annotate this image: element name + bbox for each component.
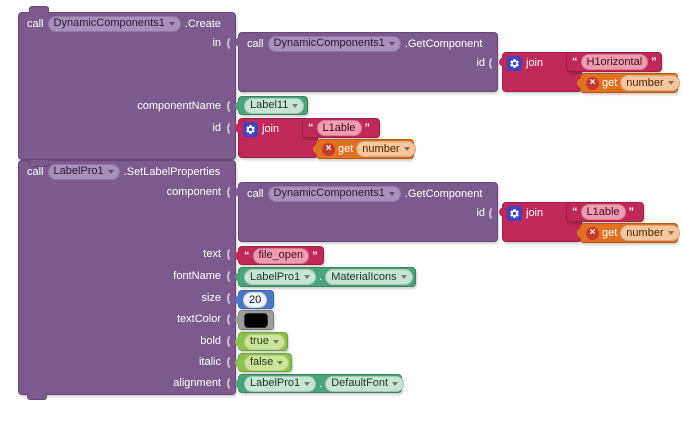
component-dropdown[interactable]: LabelPro1 [244, 375, 317, 392]
input-socket [227, 36, 237, 51]
join-label: join [526, 57, 544, 69]
block-number-size[interactable]: 20 [235, 290, 274, 309]
block-text-string-2[interactable]: “ L1able ” [302, 118, 380, 138]
param-label-fontname: fontName [173, 270, 221, 282]
param-label-id: id [212, 122, 221, 134]
method-name: .GetComponent [404, 187, 483, 200]
dot-separator: . [319, 271, 323, 283]
dot-separator: . [319, 377, 323, 390]
input-socket [227, 376, 237, 391]
close-quote: ” [364, 122, 371, 134]
text-field[interactable]: H1orizontal [580, 54, 649, 70]
block-call-getcomponent-1[interactable]: call DynamicComponents1 .GetComponent id [235, 32, 499, 92]
block-call-create[interactable]: call DynamicComponents1 .Create in compo… [18, 6, 237, 160]
variable-dropdown[interactable]: number [620, 75, 680, 91]
mutator-gear-icon[interactable] [507, 55, 522, 71]
property-dropdown[interactable]: DefaultFont [325, 375, 405, 392]
join-label: join [262, 123, 280, 135]
error-icon[interactable]: × [586, 226, 599, 240]
error-icon[interactable]: × [586, 76, 599, 90]
method-name: .Create [184, 17, 221, 30]
input-socket [227, 121, 237, 136]
block-call-setlabelproperties[interactable]: call LabelPro1 .SetLabelProperties compo… [18, 160, 237, 400]
variable-dropdown[interactable]: number [620, 225, 680, 241]
input-socket [227, 247, 237, 262]
block-call-getcomponent-2[interactable]: call DynamicComponents1 .GetComponent id [235, 182, 499, 242]
close-quote: ” [628, 206, 635, 218]
param-label-bold: bold [200, 335, 221, 347]
input-socket [227, 185, 237, 200]
block-logic-true[interactable]: true [235, 332, 288, 351]
component-dropdown[interactable]: DynamicComponents1 [267, 185, 401, 202]
call-keyword: call [247, 187, 264, 200]
open-quote: “ [572, 56, 578, 68]
input-socket [227, 334, 237, 349]
param-label-component: component [166, 186, 221, 198]
call-keyword: call [27, 17, 44, 30]
param-label-in: in [212, 37, 221, 49]
error-icon[interactable]: × [322, 142, 335, 156]
input-socket [489, 206, 499, 221]
block-text-string-1[interactable]: “ H1orizontal ” [566, 52, 662, 72]
input-socket [227, 291, 237, 306]
logic-dropdown[interactable]: true [244, 333, 285, 350]
block-text-string-fileopen[interactable]: “ file_open ” [235, 246, 324, 265]
param-label-italic: italic [198, 356, 221, 368]
input-socket [227, 355, 237, 370]
block-get-variable-1[interactable]: × get number [577, 73, 680, 93]
param-label-id: id [476, 207, 485, 219]
get-label: get [338, 143, 354, 155]
open-quote: “ [308, 122, 314, 134]
block-join-1[interactable]: join [499, 52, 582, 92]
get-label: get [602, 77, 618, 89]
block-logic-false[interactable]: false [235, 353, 292, 372]
input-socket [227, 99, 237, 114]
text-field[interactable]: file_open [252, 247, 310, 264]
open-quote: “ [244, 249, 250, 262]
block-get-variable-3[interactable]: × get number [577, 223, 680, 243]
mutator-gear-icon[interactable] [507, 205, 522, 221]
input-socket [489, 56, 499, 71]
component-dropdown[interactable]: LabelPro1 [244, 269, 317, 285]
method-name: .GetComponent [404, 37, 483, 50]
component-dropdown[interactable]: Label11 [244, 97, 305, 114]
component-dropdown[interactable]: DynamicComponents1 [47, 15, 181, 32]
close-quote: ” [651, 56, 657, 68]
block-text-string-3[interactable]: “ L1able ” [566, 202, 644, 222]
color-swatch[interactable] [244, 312, 268, 328]
variable-dropdown[interactable]: number [356, 141, 416, 157]
method-name: .SetLabelProperties [123, 165, 221, 178]
block-join-3[interactable]: join [499, 202, 582, 242]
param-label-textcolor: textColor [176, 313, 221, 325]
component-dropdown[interactable]: DynamicComponents1 [267, 35, 401, 52]
param-label-size: size [201, 292, 221, 304]
previous-connector [29, 6, 49, 13]
param-label-alignment: alignment [173, 377, 221, 389]
get-label: get [602, 227, 618, 239]
text-field[interactable]: L1able [316, 120, 362, 136]
open-quote: “ [572, 206, 578, 218]
number-field[interactable]: 20 [243, 291, 268, 308]
logic-dropdown[interactable]: false [244, 354, 290, 371]
block-get-variable-2[interactable]: × get number [313, 139, 416, 159]
join-label: join [526, 207, 544, 219]
next-connector [27, 393, 47, 400]
input-socket [227, 269, 237, 284]
text-field[interactable]: L1able [580, 204, 626, 220]
param-label-text: text [203, 248, 221, 260]
call-keyword: call [247, 37, 264, 50]
component-dropdown[interactable]: LabelPro1 [47, 163, 120, 180]
block-component-label11[interactable]: Label11 [235, 96, 308, 115]
input-socket [227, 312, 237, 327]
param-label-id: id [476, 57, 485, 69]
close-quote: ” [312, 249, 318, 262]
block-color-black[interactable] [235, 310, 274, 330]
seam-connector [29, 160, 49, 167]
mutator-gear-icon[interactable] [243, 121, 258, 137]
property-dropdown[interactable]: MaterialIcons [325, 269, 413, 285]
call-keyword: call [27, 165, 44, 178]
param-label-componentname: componentName [137, 100, 221, 112]
block-property-defaultfont[interactable]: LabelPro1 . DefaultFont [235, 374, 405, 393]
block-property-materialicons[interactable]: LabelPro1 . MaterialIcons [235, 267, 416, 287]
